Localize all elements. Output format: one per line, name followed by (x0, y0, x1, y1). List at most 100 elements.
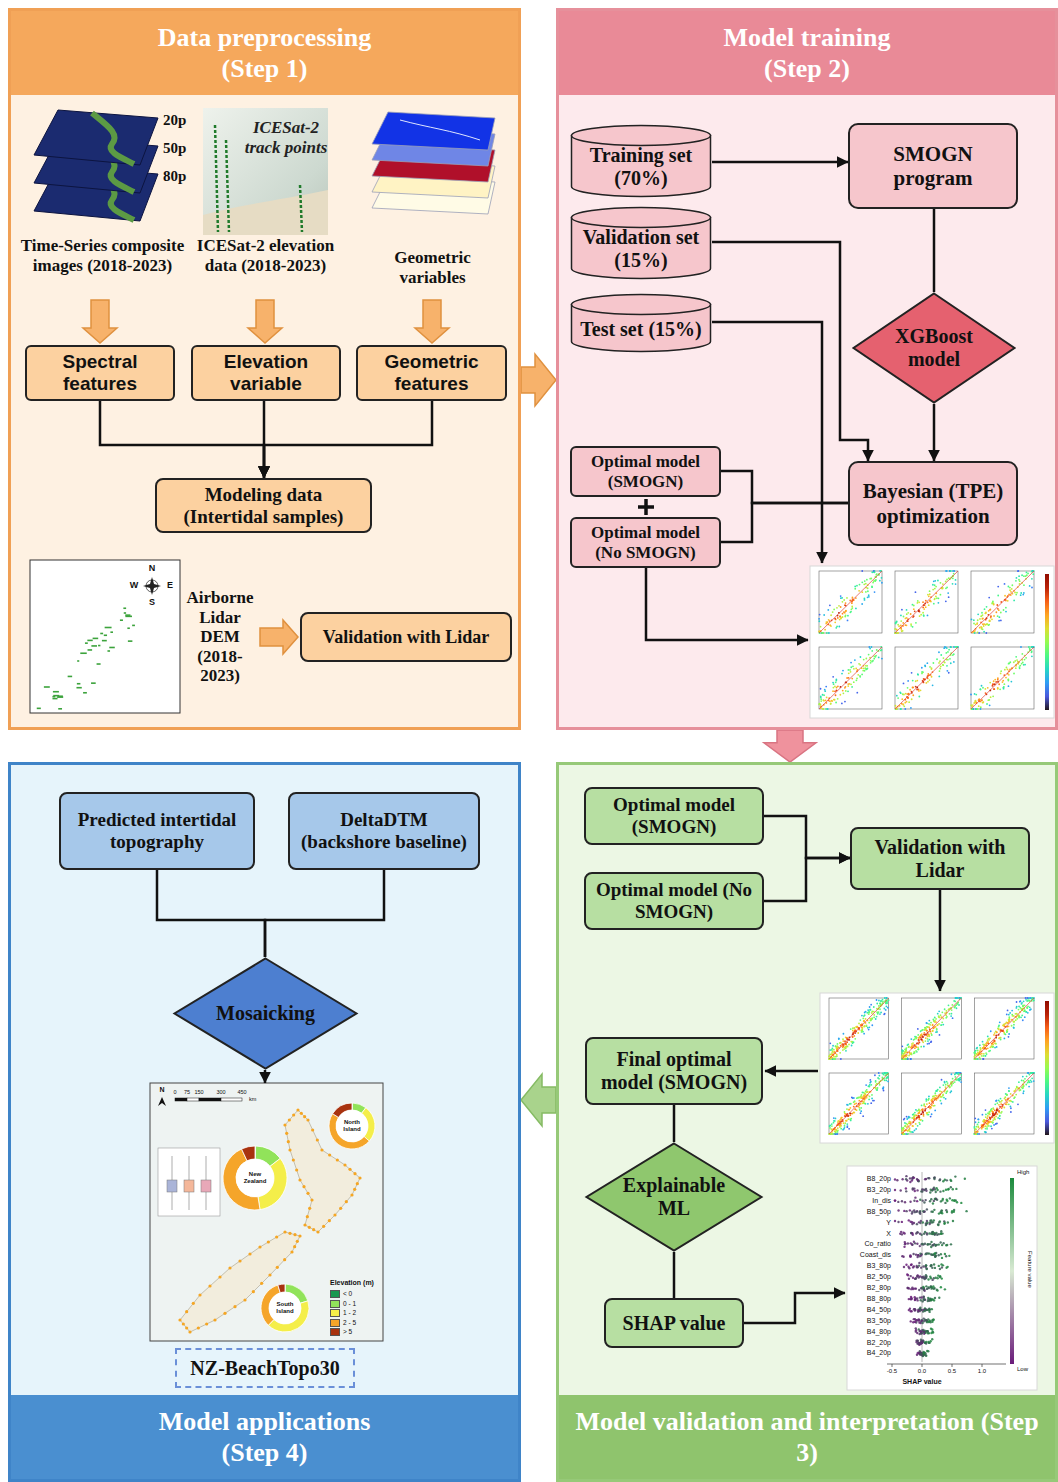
illustration-part (841, 673, 843, 675)
illustration-part (991, 1043, 993, 1045)
illustration-part (853, 1027, 855, 1029)
illustration-part (919, 1110, 921, 1112)
illustration-part (867, 596, 869, 598)
illustration-part (870, 1102, 872, 1104)
illustration-part (124, 612, 126, 614)
illustration-part (862, 1102, 864, 1104)
illustration-part (833, 683, 835, 685)
illustration-part (993, 688, 995, 690)
illustration-part (861, 1015, 863, 1017)
illustration-part (902, 630, 904, 632)
illustration-part (867, 1027, 869, 1029)
illustration-part (924, 1106, 926, 1108)
illustration-part (868, 1099, 870, 1101)
illustration-part (954, 1006, 956, 1008)
illustration-part (826, 697, 828, 699)
illustration-part (835, 1118, 837, 1120)
illustration-part (914, 1052, 916, 1054)
illustration-part (833, 1117, 835, 1119)
illustration-part (948, 596, 950, 598)
illustration-part (926, 1026, 928, 1028)
illustration-part (936, 597, 938, 599)
illustration-part (908, 693, 910, 695)
illustration-part (911, 1046, 913, 1048)
illustration-part (937, 1013, 939, 1015)
illustration-part (929, 679, 931, 681)
illustration-part (996, 1031, 998, 1033)
illustration-part (873, 1016, 875, 1018)
illustration-part (871, 586, 873, 588)
illustration-part (915, 1036, 917, 1038)
illustration-part (831, 1133, 833, 1135)
illustration-part (839, 1124, 841, 1126)
illustration-part (982, 687, 984, 689)
illustration-part (949, 1086, 951, 1088)
illustration-part (886, 997, 888, 999)
illustration-part (1008, 685, 1010, 687)
illustration-part (981, 699, 983, 701)
illustration-part (1023, 584, 1025, 586)
illustration-part (863, 1101, 865, 1103)
illustration-part (997, 687, 999, 689)
illustration-part (936, 1090, 938, 1092)
illustration-part (928, 1027, 930, 1029)
illustration-part (830, 1128, 832, 1130)
illustration-part (913, 1052, 915, 1054)
illustration-part (1021, 1003, 1023, 1005)
illustration-part (856, 1026, 858, 1028)
illustration-part (127, 627, 129, 629)
illustration-part (985, 1055, 987, 1057)
illustration-part (876, 1003, 878, 1005)
illustration-part (908, 1045, 910, 1047)
illustration-part (934, 1109, 936, 1111)
illustration-part (850, 662, 852, 664)
illustration-part (844, 1124, 846, 1126)
illustration-part (1030, 1008, 1032, 1010)
illustration-part (846, 1126, 848, 1128)
illustration-part (835, 679, 837, 681)
illustration-part (836, 1045, 838, 1047)
illustration-part (988, 624, 990, 626)
illustration-part (885, 1079, 887, 1081)
illustration-part (929, 666, 931, 668)
illustration-part (958, 997, 960, 999)
illustration-part (895, 571, 958, 633)
illustration-part (952, 1017, 954, 1019)
illustration-part (820, 688, 822, 690)
illustration-part (1003, 683, 1005, 685)
illustration-part (840, 1058, 842, 1060)
illustration-part (877, 1012, 879, 1014)
illustration-part (938, 1010, 940, 1012)
illustration-part (946, 665, 948, 667)
illustration-part (917, 1049, 919, 1051)
illustration-part (895, 623, 897, 625)
illustration-part (904, 1125, 906, 1127)
illustration-part (928, 1043, 930, 1045)
illustration-part (997, 586, 999, 588)
illustration-part (950, 646, 952, 648)
icesat-image (203, 108, 328, 235)
illustration-part (879, 1084, 881, 1086)
illustration-part (1005, 677, 1007, 679)
illustration-part (886, 997, 888, 999)
illustration-part (847, 620, 849, 622)
illustration-part (915, 622, 917, 624)
illustration-part (915, 1037, 917, 1039)
illustration-part (1009, 1012, 1011, 1014)
illustration-part (1015, 1013, 1017, 1015)
illustration-part (880, 1000, 882, 1002)
illustration-part (981, 618, 983, 620)
illustration-part (863, 583, 865, 585)
illustration-part (878, 1005, 880, 1007)
illustration-part (941, 1021, 943, 1023)
illustration-part (865, 1018, 867, 1020)
illustration-part (832, 690, 834, 692)
illustration-part (843, 599, 845, 601)
illustration-part (993, 1034, 995, 1036)
illustration-part (988, 610, 990, 612)
illustration-part (864, 1014, 866, 1016)
illustration-part (1013, 673, 1015, 675)
illustration-part (98, 645, 100, 647)
illustration-part (1006, 1031, 1008, 1033)
illustration-part (865, 1084, 867, 1086)
